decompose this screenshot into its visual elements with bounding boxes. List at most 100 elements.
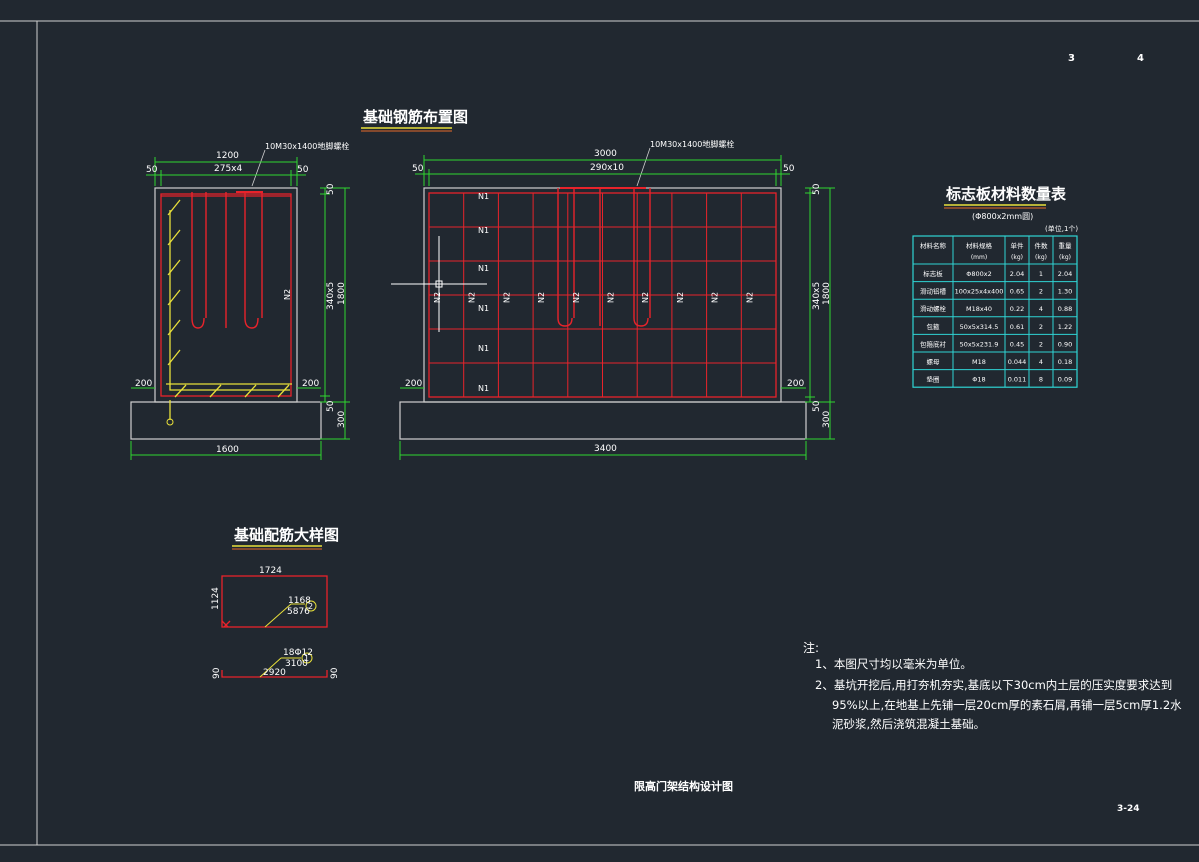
front-dim-right-step: 200 [787,379,804,389]
notes-heading: 注: [803,640,819,655]
side-dim-right-total: 1800 [337,282,347,305]
drawing-number: 3-24 [1117,804,1140,814]
side-dim-left-step: 200 [135,379,152,389]
table-cell: 0.044 [1008,358,1027,366]
front-col-label: N2 [502,292,511,303]
front-col-label: N2 [641,292,650,303]
front-col-label: N2 [468,292,477,303]
table-cell: 1.30 [1058,288,1072,296]
front-rebar-grid [429,193,776,397]
note-line: 2、基坑开挖后,用打夯机夯实,基底以下30cm内土层的压实度要求达到 [815,678,1172,692]
front-col-label: N2 [711,292,720,303]
front-col-label: N2 [745,292,754,303]
table-unit-note: (单位,1个) [1045,224,1078,233]
side-dim-top-total: 1200 [216,151,239,161]
front-row-label: N1 [478,192,489,201]
front-dim-right-spacing: 340x5 [812,282,822,310]
front-dim-right-margin: 50 [783,164,795,174]
front-col-label: N2 [607,292,616,303]
table-cell: 垫圈 [927,375,940,384]
rebar-detail: 基础配筋大样图 2 1724 1124 1168 5876 1 18Φ12 31… [211,526,340,679]
front-dim-right-total: 1800 [822,282,832,305]
table-title: 标志板材料数量表 [945,185,1067,203]
table-cell: 0.09 [1058,376,1072,384]
front-bolt-label: 10M30x1400地脚螺栓 [650,139,734,149]
shape1-len2: 3100 [285,659,308,669]
notes: 注: 1、本图尺寸均以毫米为单位。2、基坑开挖后,用打夯机夯实,基底以下30cm… [803,640,1182,731]
table-cell: 2.04 [1058,270,1072,278]
side-dim-base-height: 300 [337,411,347,428]
front-dimension-lines [399,155,835,460]
front-dim-top-total: 3000 [594,149,617,159]
table-cell: 滑动铝槽 [920,287,947,296]
table-cell: 8 [1039,376,1043,384]
table-subtitle: (Φ800x2mm圆) [972,212,1033,221]
table-cell: 2 [1039,340,1043,348]
front-col-label: N2 [537,292,546,303]
side-dim-right-bottom: 50 [326,400,336,412]
note-line: 泥砂浆,然后浇筑混凝土基础。 [832,717,985,731]
table-cell: 1 [1039,270,1043,278]
table-cell: Φ18 [972,376,985,384]
shape1-mark: 1 [304,654,309,663]
front-row-label: N1 [478,304,489,313]
side-dim-left-margin: 50 [146,165,158,175]
table-cell: 50x5x314.5 [960,323,999,331]
side-dim-base-width: 1600 [216,445,239,455]
table-cell: 4 [1039,305,1043,313]
table-cell: 2 [1039,288,1043,296]
shape2-len2: 5876 [287,607,310,617]
table-cell: 包箍底衬 [920,339,947,348]
table-header-cell: 材料规格 [966,241,993,250]
table-header-cell: 材料名称 [920,241,947,250]
front-dim-left-margin: 50 [412,164,424,174]
side-bolt-label: 10M30x1400地脚螺栓 [265,141,349,151]
shape2-dim-left: 1124 [211,587,221,610]
front-anchor-bolts [557,188,651,327]
front-dim-left-step: 200 [405,379,422,389]
front-dim-base-height: 300 [822,411,832,428]
side-anchor-bolts [191,192,263,329]
front-row-label: N1 [478,344,489,353]
table-border [912,235,1078,388]
table-cell: 0.61 [1010,323,1024,331]
front-dim-right-top: 50 [812,183,822,195]
table-cell: Φ800x2 [966,270,992,278]
front-base [399,401,807,440]
table-cell: 包箍 [927,322,941,331]
shape1-right-end: 90 [330,667,340,679]
shape1-left-end: 90 [212,667,222,679]
shape2-outline [221,575,328,628]
side-n2-label: N2 [283,289,292,300]
table-cell: 100x25x4x400 [955,288,1004,296]
materials-table: 标志板材料数量表 (Φ800x2mm圆) (单位,1个) 材料名称材料规格(mm… [912,185,1078,388]
table-header-cell: 单件 [1011,241,1025,250]
table-cell: 滑动螺栓 [920,304,947,313]
front-dim-right-bottom: 50 [812,400,822,412]
table-cell: 0.90 [1058,340,1072,348]
shape2-mark-circle [305,600,317,612]
table-cell: 2 [1039,323,1043,331]
table-cell: 螺母 [927,357,941,366]
table-cell: 4 [1039,358,1043,366]
table-cell: M18x40 [966,305,992,313]
drawing-title: 限高门架结构设计图 [634,779,733,793]
sheet-frame [0,20,1199,846]
front-col-label: N2 [676,292,685,303]
table-header-unit: (kg) [1035,254,1047,261]
side-base [130,401,322,440]
side-dim-right-top: 50 [326,183,336,195]
front-dim-base-width: 3400 [594,444,617,454]
side-dimension-lines [130,157,350,460]
table-header-cell: 重量 [1059,242,1073,250]
page-left-number: 3 [1068,53,1075,64]
table-cell: 2.04 [1010,270,1024,278]
table-cell: 0.65 [1010,288,1024,296]
shape1-dim-bottom: 2920 [263,668,286,678]
table-cell: 1.22 [1058,323,1072,331]
